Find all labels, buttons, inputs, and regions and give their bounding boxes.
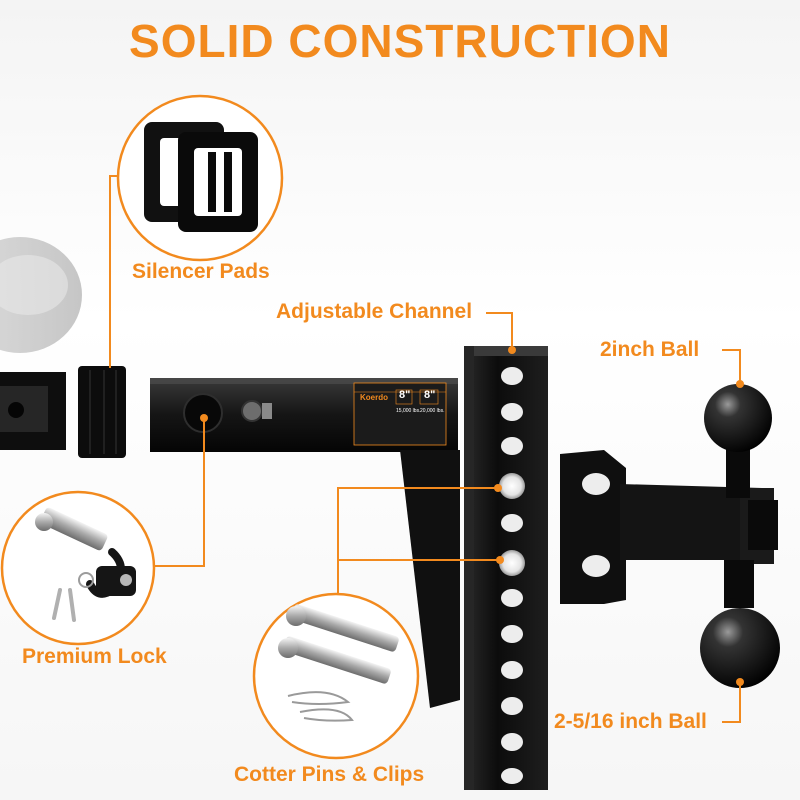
decal-capacity-left: 15,000 lbs.	[396, 408, 421, 414]
large-ball-label: 2-5/16 inch Ball	[554, 710, 707, 733]
channel-holes	[499, 367, 525, 784]
two-inch-ball-label: 2inch Ball	[600, 338, 700, 361]
adjustable-channel-label: Adjustable Channel	[276, 300, 473, 323]
cotter-pins-label: Cotter Pins & Clips	[234, 763, 425, 786]
leader-lines	[109, 175, 741, 723]
premium-lock-label: Premium Lock	[22, 645, 167, 668]
silencer-pad-installed	[78, 366, 126, 458]
two-five-sixteenths-ball	[700, 560, 780, 688]
decal-brand: Koerdo	[360, 393, 388, 402]
decal-rating-left: 8"	[399, 389, 411, 401]
vehicle-receiver	[0, 237, 82, 450]
decal-capacity-right: 20,000 lbs.	[420, 408, 445, 414]
silencer-pads-label: Silencer Pads	[132, 260, 270, 283]
page-title: SOLID CONSTRUCTION	[129, 15, 671, 67]
two-inch-ball	[704, 384, 772, 498]
decal-rating-right: 8"	[424, 389, 436, 401]
ball-mount-plate	[560, 450, 778, 604]
product-decal	[353, 382, 447, 446]
silencer-inset	[116, 94, 284, 262]
gusset-plate	[400, 450, 460, 708]
leader-dots	[200, 346, 744, 686]
pins-inset	[252, 592, 420, 760]
lock-inset	[0, 490, 156, 646]
